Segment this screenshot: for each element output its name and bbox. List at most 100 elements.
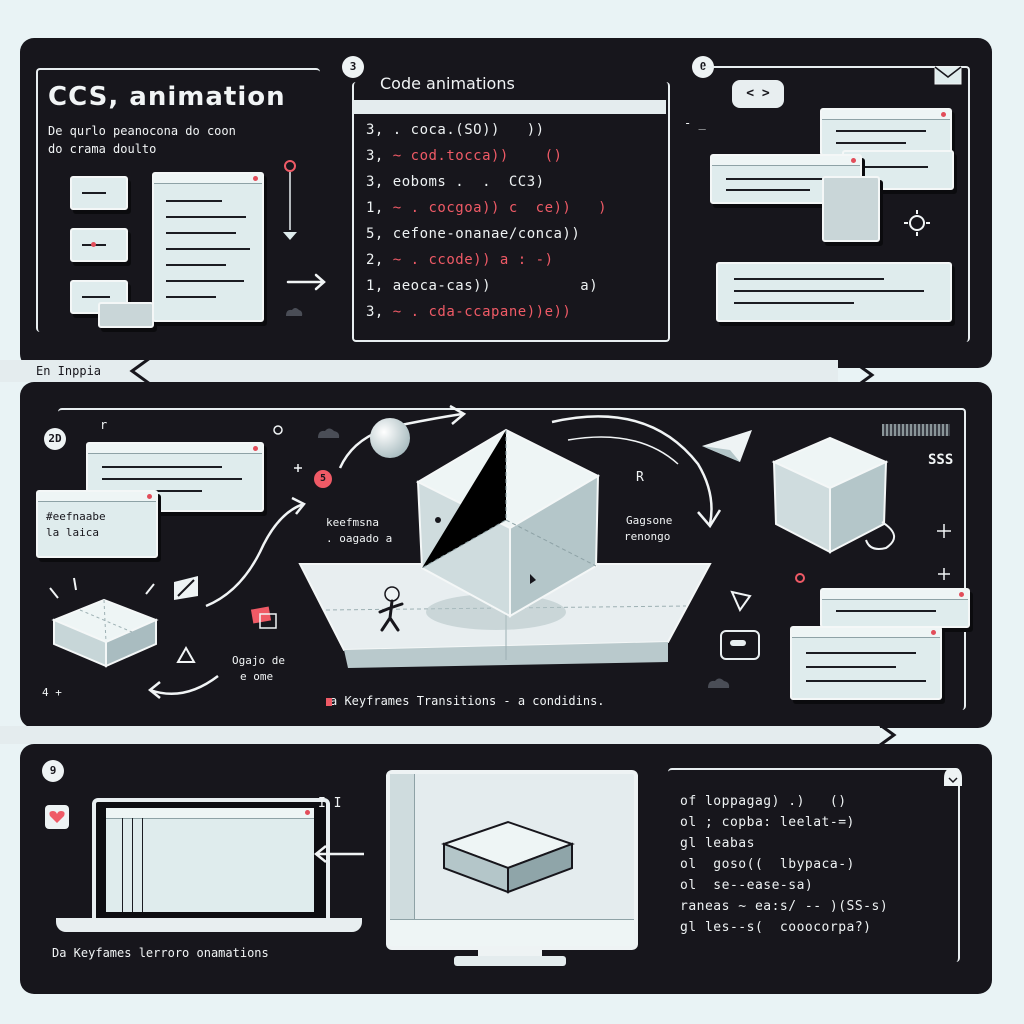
code-line-text: ~ . cocgoa)) c ce)) ): [383, 200, 608, 216]
right-label-1: Gagsone: [626, 514, 673, 527]
mini-box-2: [70, 228, 128, 262]
mini-box-1: [70, 176, 128, 210]
code-line-number: 1,: [366, 278, 384, 294]
divider-label: En Inppia: [36, 364, 102, 378]
stripe-badge: [882, 424, 950, 436]
laptop-base: [56, 918, 362, 932]
arc-arrow-top: [338, 404, 467, 469]
code-line-number: 3,: [366, 174, 384, 190]
curved-arrow-left: [205, 496, 306, 608]
window-card-a: [820, 108, 952, 156]
mid-card-right-b: [790, 626, 942, 700]
divider-ribbon-2: [0, 726, 880, 744]
code-line-text: aeoca-cas)) a): [383, 278, 599, 294]
bottom-code-line: gl les--s( cooocorpa?): [680, 920, 872, 935]
keyframes-label-1: keefmsna: [326, 516, 379, 529]
code-step-number: 3: [342, 56, 364, 78]
code-line-number: 3,: [366, 122, 384, 138]
code-line-text: cefone-onanae/conca)): [383, 226, 581, 242]
code-line-number: 3,: [366, 304, 384, 320]
small-cube-right: [771, 436, 895, 554]
laptop-screen: [92, 798, 330, 926]
toggle-icon: [720, 630, 760, 660]
right-arrow-icon: [286, 273, 326, 291]
code-panel-title: Code animations: [380, 74, 515, 93]
bottom-code-line: gl leabas: [680, 836, 755, 851]
code-window-frame: [352, 82, 670, 342]
code-line: 1, ~ . cocgoa)) c ce)) ): [366, 200, 607, 216]
r-label: R: [636, 470, 644, 485]
bottom-left-label-1: Ogajo de: [232, 654, 285, 667]
figure-icon: [378, 586, 404, 632]
mini-box-4: [98, 302, 154, 328]
bottom-code-line: of loppagag) .) (): [680, 794, 847, 809]
swap-arrow-icon: [313, 845, 364, 863]
speech-bubble-icon: < >: [732, 80, 784, 108]
keyframes-label-2: . oagado a: [326, 532, 393, 545]
cursor-icon: [730, 590, 752, 613]
small-box-3d: [49, 577, 159, 668]
code-line-text: eoboms . . CC3): [383, 174, 545, 190]
arc-arrow-right: [551, 415, 722, 529]
sun-icon: [904, 210, 930, 236]
bracket-mark: - _: [684, 116, 706, 130]
heart-icon: [45, 805, 69, 829]
mid-card-text-1: #eefnaabe: [46, 510, 106, 523]
code-line: 2, ~ . ccode)) a : -): [366, 252, 554, 268]
code-line: 3, ~ . cda-ccapane))e)): [366, 304, 571, 320]
bottom-step-number: 9: [42, 760, 64, 782]
paper-plane-icon: [702, 430, 752, 462]
window-card-e: [716, 262, 952, 322]
preview-window: [152, 172, 264, 322]
sphere-icon: [370, 418, 410, 458]
code-line-text: ~ . ccode)) a : -): [383, 252, 554, 268]
mid-card-label: #eefnaabe la laica: [36, 490, 158, 558]
right-label-2: renongo: [624, 530, 671, 543]
bottom-code-line: raneas ~ ea:s/ -- )(SS-s): [680, 899, 889, 914]
middle-frame: [58, 408, 966, 710]
cloud-icon-mid: [318, 428, 340, 438]
flag-icon: [174, 576, 198, 600]
monitor-cube: [441, 820, 575, 894]
caption-red-mark: [326, 698, 332, 706]
code-line-text: ~ cod.tocca)) (): [383, 148, 563, 164]
step-badge: 5: [314, 470, 332, 488]
bottom-left-label-2: e ome: [240, 670, 274, 683]
main-title: CCS, animation: [48, 82, 286, 112]
triangle-icon: [176, 645, 196, 663]
mid-card-right-a: [820, 588, 970, 628]
window-card-d: [822, 176, 880, 242]
cloud-icon-right: [708, 678, 730, 688]
bottom-code-lines: of loppagag) .) () ol ; copba: leelat-=) g…: [680, 794, 960, 944]
divider-arrow-icon: [129, 356, 151, 386]
code-line-text: . coca.(SO)) )): [383, 122, 545, 138]
middle-corner-mark: r: [100, 418, 108, 432]
laptop-pause-mark: I I: [318, 796, 342, 811]
bell-icon: [944, 768, 962, 786]
intro-frame: [36, 68, 320, 332]
code-title-bar: [354, 100, 666, 114]
right-section-frame: [702, 66, 970, 342]
tag-icon: [250, 606, 277, 629]
divider-ribbon: [0, 360, 838, 382]
bottom-code-frame: [668, 768, 960, 962]
code-line: 1, aeoca-cas)) a): [366, 278, 598, 294]
drop-arrow-icon: [283, 160, 297, 240]
monitor-stand: [478, 946, 542, 956]
sparkle-icons: [273, 425, 302, 472]
code-line: 5, cefone-onanae/conca)): [366, 226, 580, 242]
red-dot-icon: [795, 573, 805, 583]
bottom-caption: Da Keyfames lerroro onamations: [52, 946, 269, 960]
double-arrow-icon: [147, 675, 219, 699]
sparkle-right: [937, 524, 951, 580]
code-line-number: 2,: [366, 252, 384, 268]
divider-2-arrow-icon: [875, 720, 897, 750]
side-mark: 4 +: [42, 686, 62, 699]
code-line: 3, eoboms . . CC3): [366, 174, 545, 190]
mail-icon: [934, 66, 962, 85]
bottom-code-line: ol ; copba: leelat-=): [680, 815, 855, 830]
monitor-screen: [386, 770, 638, 950]
middle-step-number: 2D: [44, 428, 66, 450]
middle-caption: a Keyframes Transitions - a condidins.: [330, 694, 605, 708]
code-line-number: 5,: [366, 226, 384, 242]
